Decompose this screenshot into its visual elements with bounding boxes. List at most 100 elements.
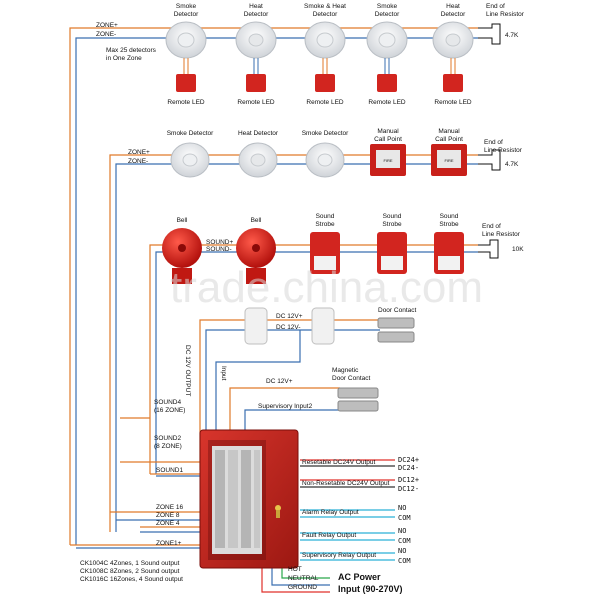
outputs-1-b-label: DC12- (398, 485, 419, 493)
door-contact-section: DC 12V+ DC 12V- Door Contact DC 12V OUTP… (184, 307, 416, 412)
door-mag_dc-label: DC 12V+ (266, 378, 293, 385)
outputs-0-b-label: DC24- (398, 464, 419, 472)
panel_left-zone8-label: ZONE 8 (156, 512, 180, 519)
fire-alarm-control-panel (199, 429, 299, 569)
row1-devices-0-l2-label: Detector (174, 11, 199, 18)
magnetic-door-contact (337, 387, 379, 399)
row2-zone_pos-label: ZONE+ (128, 149, 150, 156)
outputs-3-label-label: Fault Relay Output (302, 532, 356, 539)
row2-resistor-label: 4.7K (505, 161, 519, 168)
svg-text:FIRE: FIRE (444, 158, 453, 163)
sound-strobe-3: Sound Strobe (434, 213, 464, 274)
power-title-label: AC Power (338, 572, 381, 582)
panel_left-zone4-label: ZONE 4 (156, 520, 180, 527)
end-of-line-resistor-1: End of Line Resistor 4.7K (478, 3, 525, 45)
watermark: trade.china.com (170, 263, 483, 312)
power-neutral-label: NEUTRAL (288, 575, 319, 582)
row1-devices-0-l1-label: Smoke (176, 3, 197, 10)
sound-strobe-1: Sound Strobe (310, 213, 340, 274)
row3-eol_l2-label: Line Resistor (482, 231, 521, 238)
max-detectors-note-2: in One Zone (106, 55, 142, 62)
smoke-heat-detector: Smoke & Heat Detector (304, 3, 346, 59)
manual-call-point-2: Manual Call Point FIRE (431, 128, 467, 176)
row2-devices-2-label: Smoke Detector (302, 130, 349, 137)
heat-detector-1: Heat Detector (235, 3, 277, 59)
panel_left-sound1-label: SOUND1 (156, 467, 183, 474)
remote-led-4 (377, 74, 397, 92)
row1-devices-2-l1-label: Smoke & Heat (304, 3, 346, 10)
panel_left-zone16-label: ZONE 16 (156, 504, 183, 511)
end-of-line-resistor-2: End of Line Resistor 4.7K (478, 139, 523, 171)
outputs-1-a-label: DC12+ (398, 476, 419, 484)
bell-2: Bell (236, 217, 276, 284)
outputs-3-b-label: COM (398, 537, 411, 545)
row2-eol_l2-label: Line Resistor (484, 147, 523, 154)
smoke-detector-3: Smoke Detector (167, 130, 214, 178)
heat-detector-2: Heat Detector (432, 3, 474, 59)
end-of-line-resistor-3: End of Line Resistor 10K (478, 223, 524, 259)
heat-detector-3: Heat Detector (238, 130, 279, 178)
panel_left-sound2_l1-label: SOUND2 (154, 435, 181, 442)
remote-leds: Remote LED Remote LED Remote LED Remote … (167, 58, 472, 106)
door-dc_neg-label: DC 12V- (276, 324, 301, 331)
row3-strobe_l2-label: Strobe (315, 221, 335, 228)
row2: ZONE+ ZONE- Smoke Detector Heat Detector… (128, 128, 523, 178)
row1-devices-4-l1-label: Heat (446, 3, 460, 10)
remote-led-2 (246, 74, 266, 92)
outputs-4-a-label: NO (398, 547, 406, 555)
row1-devices-3-l2-label: Detector (375, 11, 400, 18)
row1-devices-4-l2-label: Detector (441, 11, 466, 18)
row3-resistor-label: 10K (512, 246, 524, 253)
outputs: Resetable DC24V Output DC24+ DC24- Non-R… (302, 456, 419, 565)
wires (69, 27, 478, 593)
row1-led_label-label: Remote LED (237, 99, 275, 106)
row1: ZONE+ ZONE- Max 25 detectors in One Zone… (96, 3, 525, 106)
svg-text:FIRE: FIRE (383, 158, 392, 163)
row2-devices-1-label: Heat Detector (238, 130, 279, 137)
max-detectors-note: Max 25 detectors (106, 47, 157, 54)
manual-call-point-1: Manual Call Point FIRE (370, 128, 406, 176)
outputs-4-b-label: COM (398, 557, 411, 565)
power-hot-label: HOT (288, 566, 302, 573)
outputs-3-a-label: NO (398, 527, 406, 535)
bell-1: Bell (162, 217, 202, 284)
model-3: CK1016C 16Zones, 4 Sound output (80, 576, 183, 583)
row1-led_label-label: Remote LED (368, 99, 406, 106)
row3-strobe_l2-label: Strobe (382, 221, 402, 228)
row3-bell1-label: Bell (177, 217, 188, 224)
panel_left-sound4_l1-label: SOUND4 (154, 399, 181, 406)
smoke-detector-1: Smoke Detector (165, 3, 207, 59)
row1-devices-2-l2-label: Detector (313, 11, 338, 18)
row1-resistor-label: 4.7K (505, 32, 519, 39)
power-ground-label: GROUND (288, 584, 317, 591)
smoke-detector-2: Smoke Detector (366, 3, 408, 59)
door-dc_out-label: DC 12V OUTPUT (184, 345, 191, 396)
row1-eol_l1-label: End of (486, 3, 505, 10)
row1-devices-1-l2-label: Detector (244, 11, 269, 18)
sound-strobe-2: Sound Strobe (377, 213, 407, 274)
power-range-label: Input (90-270V) (338, 584, 403, 594)
door-contact-label: Door Contact (378, 307, 416, 314)
zone-neg-label: ZONE- (96, 31, 116, 38)
door-supervisory-label: Supervisory Input2 (258, 403, 313, 410)
row2-zone_neg-label: ZONE- (128, 158, 148, 165)
row3-sound_neg-label: SOUND- (206, 246, 232, 253)
door-input-label: Input (220, 366, 227, 381)
outputs-0-a-label: DC24+ (398, 456, 419, 464)
remote-led-1 (176, 74, 196, 92)
row3-bell2-label: Bell (251, 217, 262, 224)
row3: Bell Bell SOUND+ SOUND- Sound Strobe Sou… (162, 213, 524, 284)
outputs-2-a-label: NO (398, 504, 406, 512)
row3-strobe_l2-label: Strobe (439, 221, 459, 228)
row2-mcp2_l2-label: Call Point (435, 136, 463, 143)
model-1: CK1004C 4Zones, 1 Sound output (80, 560, 180, 567)
panel-key-icon (275, 505, 281, 511)
row3-sound_pos-label: SOUND+ (206, 239, 233, 246)
outputs-0-label-label: Resetable DC24V Output (302, 459, 376, 466)
row1-eol_l2-label: Line Resistor (486, 11, 525, 18)
ac-power: HOT NEUTRAL GROUND AC Power Input (90-27… (288, 566, 403, 594)
panel-left-labels: SOUND4 (16 ZONE) SOUND2 (8 ZONE) SOUND1 … (80, 399, 185, 583)
row3-strobe_l1-label: Sound (383, 213, 402, 220)
row1-led_label-label: Remote LED (167, 99, 205, 106)
